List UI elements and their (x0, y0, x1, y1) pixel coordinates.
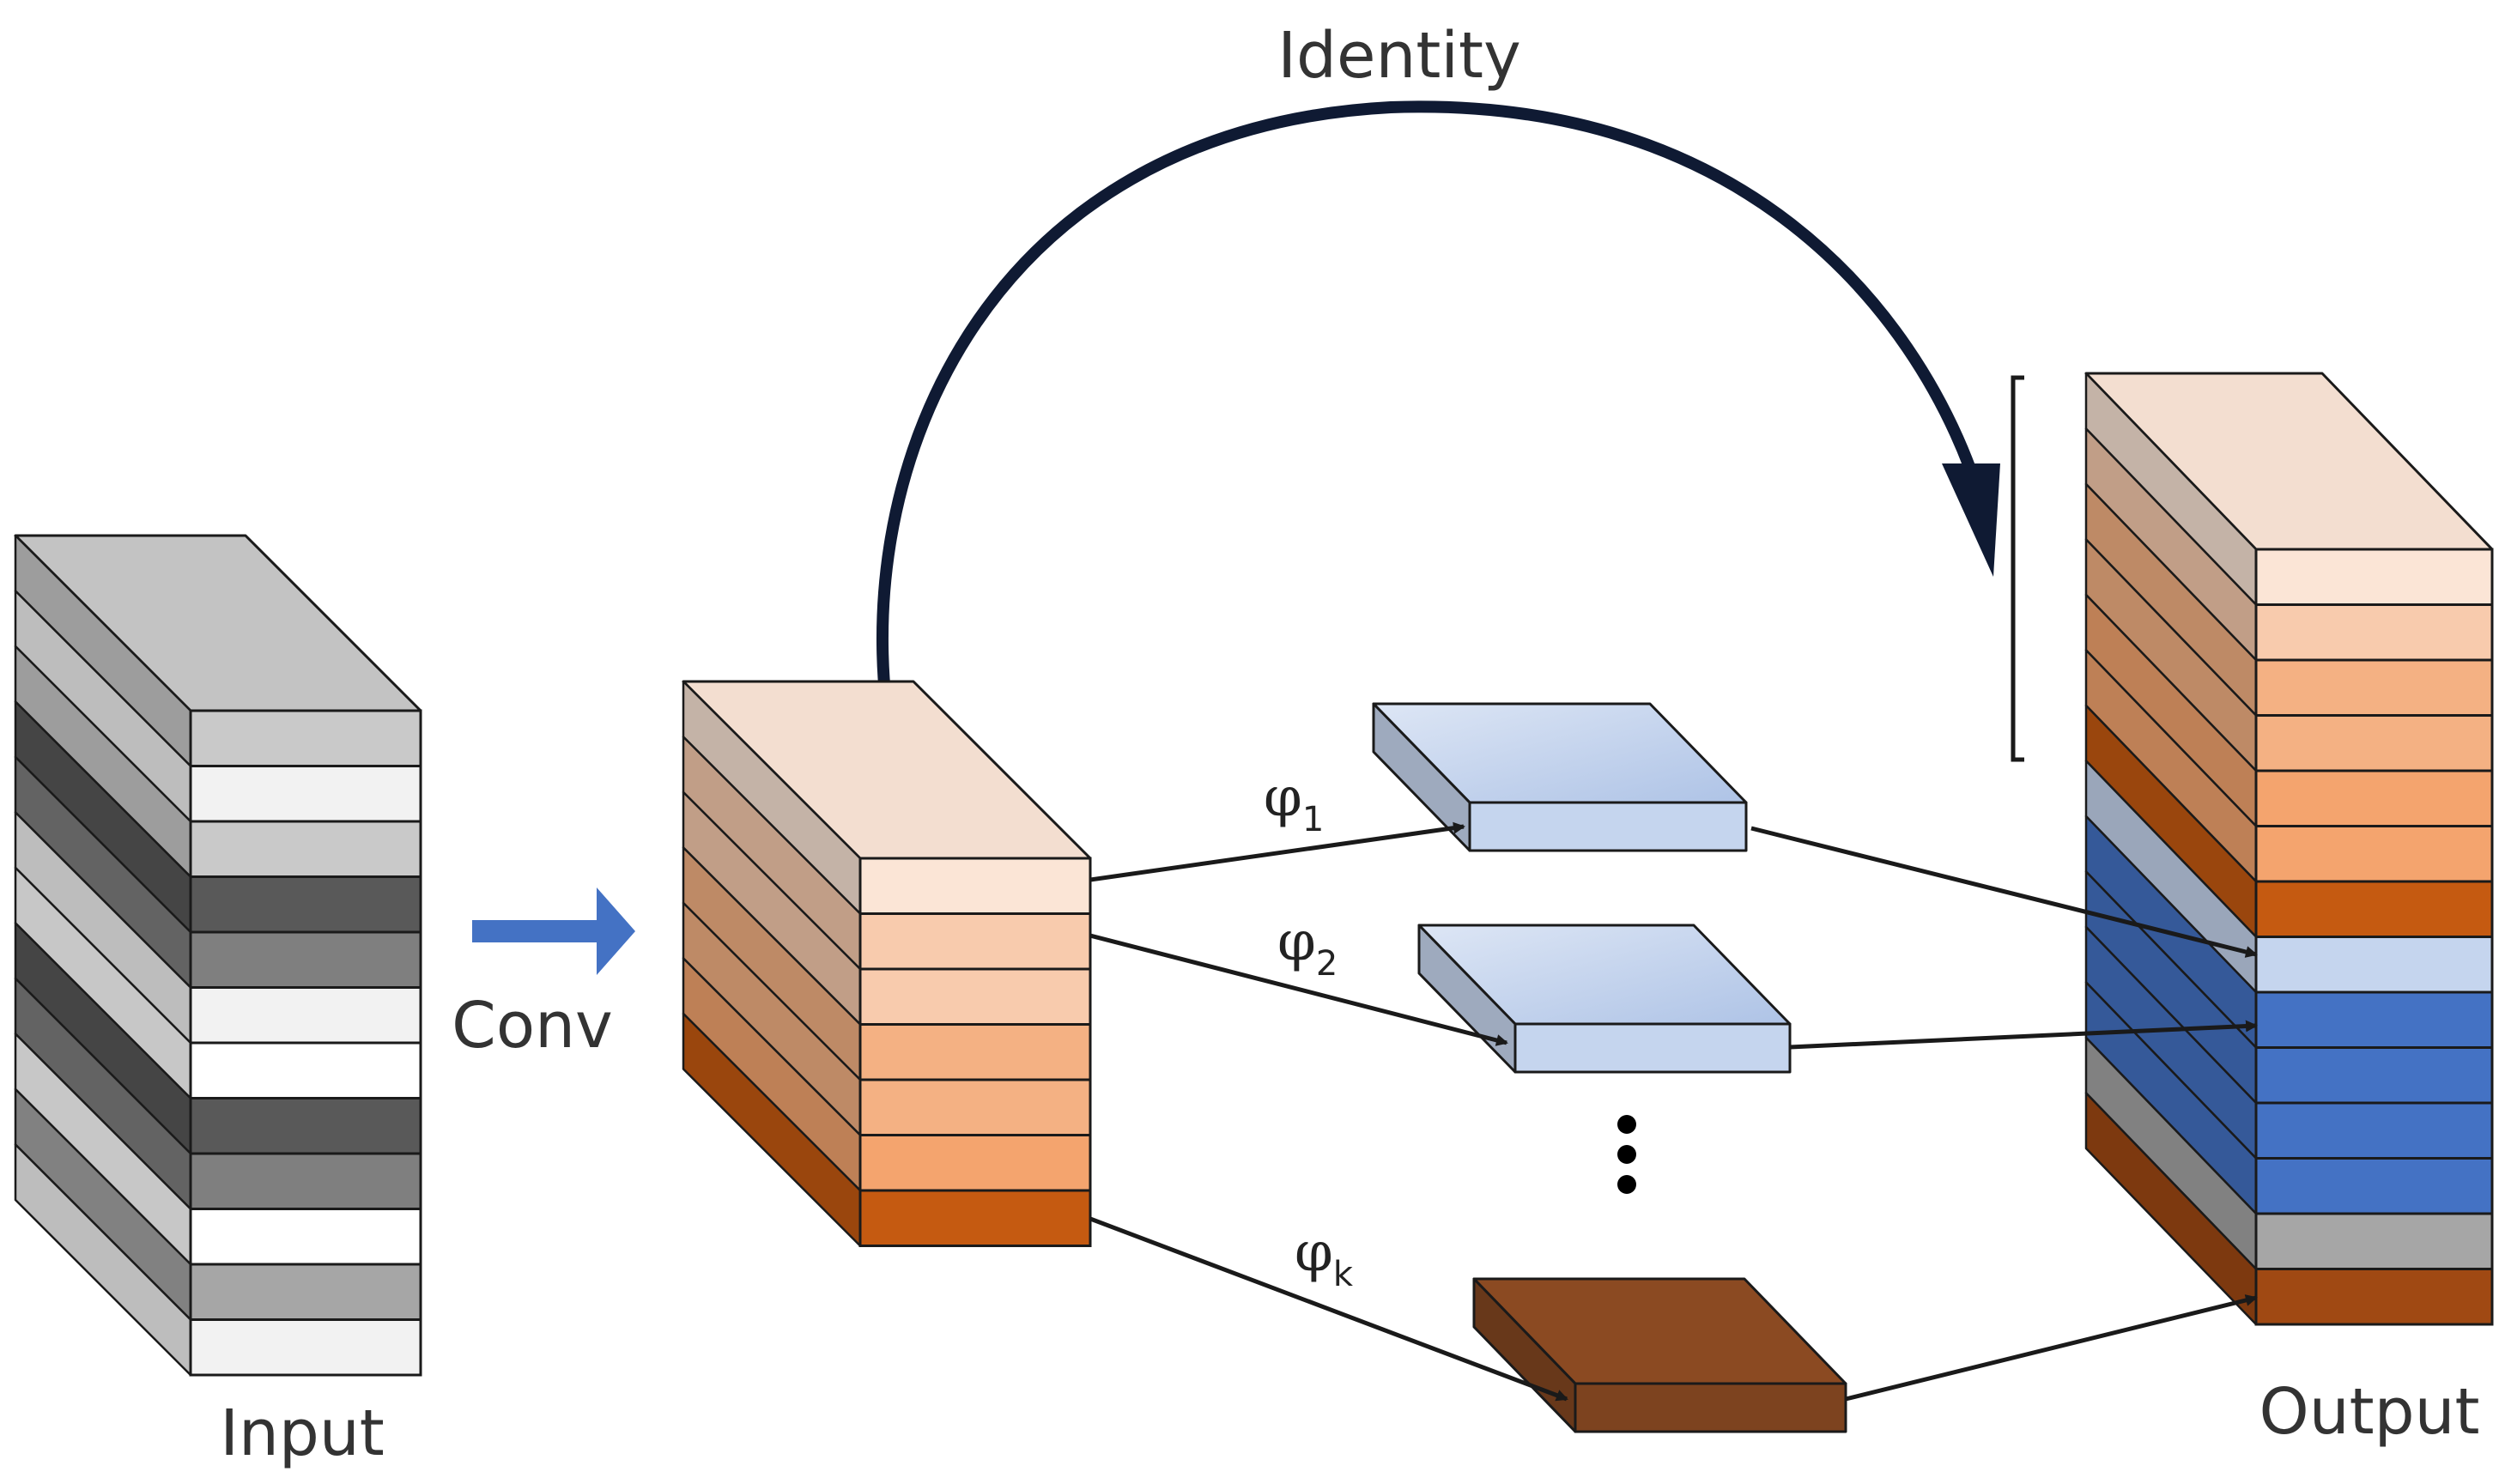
conv-layer-3 (858, 1023, 1092, 1081)
phi1-block (1372, 702, 1748, 852)
output-layer-6 (2254, 880, 2494, 938)
input-label: Input (220, 1396, 385, 1470)
phik-block-front (1574, 1382, 1847, 1433)
conv-layer-2 (858, 967, 1092, 1026)
conv-layer-4 (858, 1078, 1092, 1136)
input-layer-5 (189, 986, 422, 1045)
input-layer-7 (189, 1097, 422, 1155)
input-layer-0 (189, 709, 422, 767)
output-layer-10 (2254, 1101, 2494, 1160)
output-layer-7 (2254, 936, 2494, 994)
conv-layer-1 (858, 912, 1092, 971)
conv-label: Conv (452, 989, 613, 1063)
input-layer-6 (189, 1041, 422, 1099)
arrow-conv-to-phi2 (1089, 933, 1508, 1046)
phi1-block-front (1468, 801, 1748, 852)
output-layer-9 (2254, 1046, 2494, 1105)
phi1-label: φ1 (1264, 766, 1324, 839)
input-layer-4 (189, 930, 422, 989)
input-feature-stack (14, 534, 422, 1377)
input-layer-9 (189, 1208, 422, 1266)
identity-bracket (2011, 375, 2024, 762)
output-layer-0 (2254, 548, 2494, 606)
output-layer-12 (2254, 1212, 2494, 1270)
connection-arrows (1089, 821, 2258, 1402)
conv-arrow (472, 887, 635, 975)
arrow-conv-to-phik (1089, 1216, 1568, 1402)
output-layer-2 (2254, 658, 2494, 717)
input-layer-2 (189, 820, 422, 878)
identity-label: Identity (1277, 19, 1521, 93)
input-layer-3 (189, 875, 422, 934)
conv-feature-stack (682, 680, 1092, 1247)
identity-arrowhead (1942, 463, 2000, 577)
ellipsis-dots (1617, 1115, 1636, 1194)
output-feature-stack (2084, 372, 2494, 1326)
phi2-label: φ2 (1277, 910, 1337, 984)
output-layer-3 (2254, 714, 2494, 772)
arrow-phi2-to-output (1789, 1020, 2258, 1050)
phi2-block (1417, 924, 1792, 1074)
output-label: Output (2259, 1375, 2479, 1449)
phi2-block-front (1513, 1022, 1792, 1074)
phik-label: φk (1295, 1221, 1354, 1294)
input-layer-1 (189, 765, 422, 823)
identity-arrow (876, 100, 2000, 754)
arrow-phi1-to-output (1750, 826, 2258, 958)
input-layer-8 (189, 1152, 422, 1210)
output-layer-11 (2254, 1157, 2494, 1215)
phik-block (1472, 1277, 1847, 1433)
arrow-phik-to-output (1845, 1294, 2258, 1402)
output-layer-5 (2254, 825, 2494, 883)
output-layer-13 (2254, 1268, 2494, 1326)
conv-layer-0 (858, 857, 1092, 915)
conv-layer-5 (858, 1134, 1092, 1192)
output-layer-1 (2254, 603, 2494, 662)
input-layer-11 (189, 1318, 422, 1377)
arrow-conv-to-phi1 (1089, 821, 1465, 882)
branch-blocks (1372, 702, 1847, 1433)
input-layer-10 (189, 1263, 422, 1321)
output-layer-8 (2254, 990, 2494, 1049)
output-layer-4 (2254, 769, 2494, 827)
conv-layer-6 (858, 1189, 1092, 1247)
